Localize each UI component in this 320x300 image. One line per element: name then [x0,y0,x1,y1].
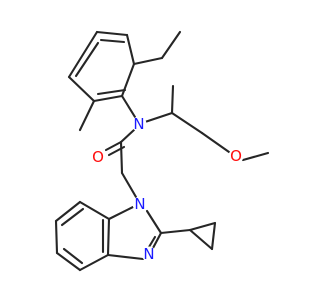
imidazole-double-bond [147,235,157,249]
aryl-inner-bond [96,88,127,96]
benzo-ring-bond [54,219,59,255]
atom-label-layer: N O O N N [90,115,244,263]
benzo-ring-bond [78,200,111,221]
amide-c-n-bond [119,128,136,144]
molecule-structure: N O O N N [54,30,270,272]
cyclopropyl-bond [210,221,217,251]
benzimidazole-n3: N [141,245,157,263]
benzo-inner-bond [62,247,84,265]
methoxy-oxygen: O [228,147,244,165]
imidazole-bond [107,205,135,221]
aryl-ring-bond [95,30,129,37]
cyclopropyl-bond [159,228,192,235]
aryl-ring-bond [92,94,124,103]
aryl-ring-bond [67,30,99,79]
imidazole-bond [106,253,145,261]
ring-fusion-bond [106,217,111,257]
cyclopropyl-bond [188,221,217,232]
imidazole-bond [145,209,163,235]
aryl-nitrogen-bond [120,94,137,119]
amide-nitrogen: N [131,115,147,133]
n-alkyl-bond [143,111,174,124]
carbonyl-oxygen-label: O [92,148,104,166]
benzimidazole-n1: N [132,195,148,213]
aryl-methyl-bond [78,99,96,132]
aryl-inner-bond [74,41,100,78]
benzo-inner-bond [60,207,85,227]
ethyl-bond [160,30,182,60]
methoxy-oxygen-label: O [230,147,242,165]
amide-ch2-bond [119,140,124,175]
aryl-ring-bond [67,75,96,103]
benzimidazole-n1-label: N [134,195,145,213]
aryl-inner-bond [99,38,126,44]
ch2-oxygen-bond [200,131,231,154]
benzo-ring-bond [55,251,82,272]
carbonyl-oxygen: O [90,148,106,166]
cyclopropyl-bond [188,228,214,251]
imidazole-bond [151,231,163,250]
bond-layer [54,30,270,272]
ethyl-bond [132,56,164,66]
aryl-ring-bond [125,33,136,66]
methyl-bond [170,84,175,115]
benzo-ring-bond [78,253,110,272]
carbonyl-bond [104,140,123,152]
n-alkyl-bond [170,111,204,135]
ch2-n1-bond [120,171,138,199]
benzimidazole-n3-label: N [143,245,154,263]
amide-nitrogen-label: N [133,115,144,133]
oxygen-methyl-bond [241,151,270,162]
benzo-ring-bond [54,200,82,223]
